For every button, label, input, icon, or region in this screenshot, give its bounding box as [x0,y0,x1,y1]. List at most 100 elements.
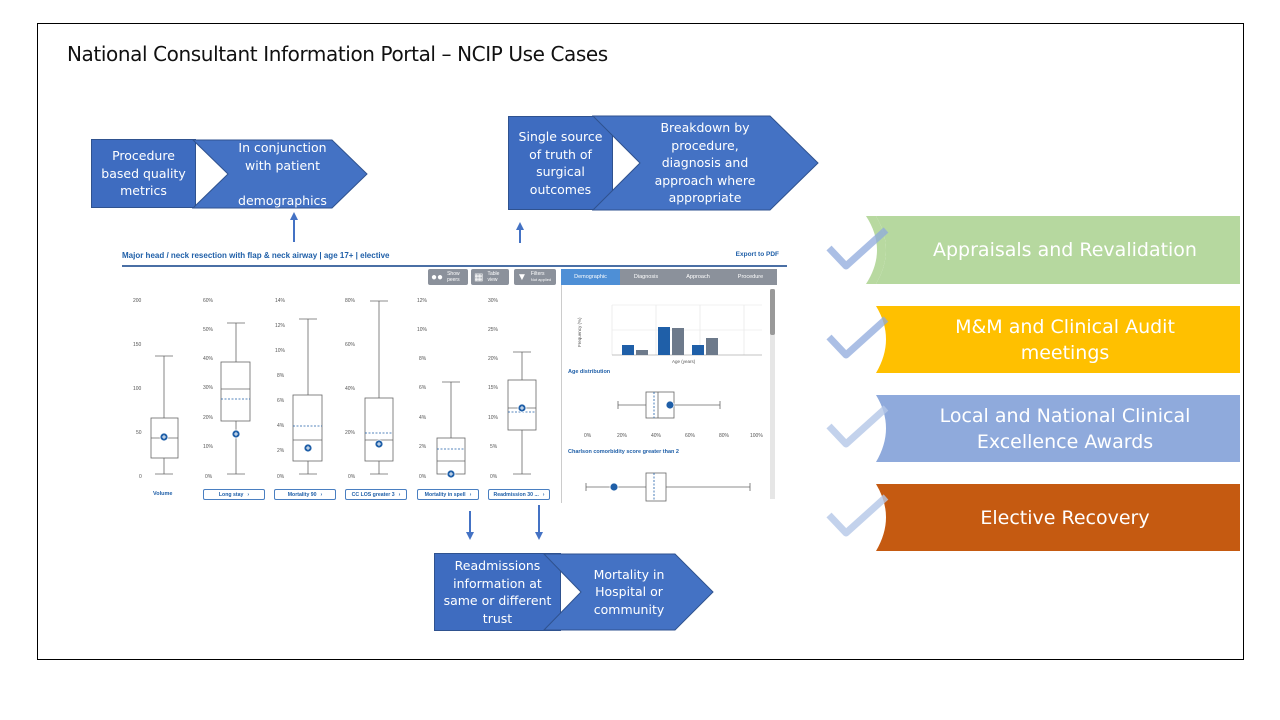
banner-excellence-awards: Local and National Clinical Excellence A… [939,404,1191,453]
age-distribution-heading: Age distribution [568,369,611,375]
tick-label: 60% [345,342,356,348]
tick-label: 12% [417,298,428,304]
age-tick: 40% [651,433,662,439]
tick-label: 10% [488,415,499,421]
chevron-right-icon: › [320,491,323,498]
frequency-axis-label: Frequency (%) [577,317,582,347]
banner-appraisals: Appraisals and Revalidation [933,239,1197,261]
banner-shape [876,306,1240,373]
tick-label: 4% [419,415,427,421]
metric-mortality-spell-button[interactable]: Mortality in spell› [417,489,479,500]
box-plots: 200 150 100 50 0 60% 50% 40% 30% 20% 10%… [133,298,537,480]
chevron-right-icon: › [398,491,401,498]
tick-label: 6% [419,385,427,391]
metric-mortality-90-button[interactable]: Mortality 90› [274,489,336,500]
chevron-breakdown [592,115,819,211]
export-pdf-link[interactable]: Export to PDF [735,251,779,258]
tick-label: 100 [133,386,142,392]
banner-mm-audit: M&M and Clinical Audit meetings [955,315,1175,364]
tick-label: 5% [490,444,498,450]
metric-readmission-button[interactable]: Readmission 30 ...› [488,489,550,500]
arrow-down-icon [466,532,474,540]
arrow-up-icon [516,222,524,230]
tab-approach[interactable]: Approach [686,274,710,280]
age-tick: 20% [617,433,628,439]
tick-label: 12% [275,323,286,329]
tick-label: 200 [133,298,142,304]
arrow-line [538,505,540,533]
check-icon [826,227,889,270]
arrow-line [519,229,521,256]
tick-label: 20% [345,430,356,436]
tick-label: 8% [419,356,427,362]
tick-label: 15% [488,385,499,391]
age-axis-label: Age (years) [672,359,696,364]
tick-label: 0% [277,474,285,480]
callout-breakdown: Breakdown by procedure, diagnosis and ap… [654,120,756,206]
dashboard-divider [122,265,787,267]
tick-label: 150 [133,342,142,348]
people-icon: ●● [431,271,444,283]
slide-title: National Consultant Information Portal –… [67,42,608,66]
tick-label: 20% [488,356,499,362]
scrollbar-thumb[interactable] [770,289,775,335]
panel-tab-bar: Demographic Diagnosis Approach Procedure [561,269,777,285]
table-view-button[interactable]: ▦ Table view [471,269,509,285]
arrow-down-icon [535,532,543,540]
tick-label: 10% [417,327,428,333]
banner-elective-recovery: Elective Recovery [980,506,1150,529]
tick-label: 40% [345,386,356,392]
arrow-line [469,511,471,533]
check-icon [826,405,889,448]
chevron-patient-demographics [192,139,368,209]
tick-label: 10% [203,444,214,450]
chevron-right-icon: › [469,491,472,498]
age-tick: 80% [719,433,730,439]
tick-label: 60% [203,298,214,304]
banner-shape [876,484,1240,551]
callout-single-source: Single source of truth of surgical outco… [508,116,613,210]
tab-diagnosis[interactable]: Diagnosis [633,274,659,280]
tick-label: 2% [419,444,427,450]
tick-label: 30% [488,298,499,304]
tick-label: 0% [419,474,427,480]
table-icon: ▦ [474,271,484,283]
tick-label: 6% [277,398,285,404]
banner-shape [876,395,1240,462]
check-icon [826,494,889,537]
tab-demographic[interactable]: Demographic [561,269,620,285]
age-tick: 60% [685,433,696,439]
tick-label: 0 [139,474,142,480]
tick-label: 40% [203,356,214,362]
filters-button[interactable]: ▼ Filters Not applied [514,269,556,285]
filter-icon: ▼ [517,271,527,283]
tick-label: 14% [275,298,286,304]
tick-label: 80% [345,298,356,304]
callout-readmissions: Readmissions information at same or diff… [434,553,561,631]
tick-label: 0% [205,474,213,480]
panel-scrollbar[interactable] [770,289,775,499]
metric-volume[interactable]: Volume [153,491,173,497]
chevron-right-icon: › [542,491,545,498]
tick-label: 20% [203,415,214,421]
tick-label: 4% [277,423,285,429]
show-peers-button[interactable]: ●● Show peers [428,269,468,285]
arrow-up-icon [290,212,298,220]
chevron-mortality [543,553,714,631]
metric-long-stay-button[interactable]: Long stay› [203,489,265,500]
tick-label: 10% [275,348,286,354]
slide-frame [37,23,1244,660]
demographic-charts: Frequency (%) Age (years) Age distributi… [568,304,763,502]
metric-cc-los-button[interactable]: CC LOS greater 3› [345,489,407,500]
tab-procedure[interactable]: Procedure [737,274,764,280]
age-tick: 0% [584,433,592,439]
dashboard-title: Major head / neck resection with flap & … [122,251,390,260]
dashboard-screenshot: Major head / neck resection with flap & … [117,243,791,509]
arrow-line [293,219,295,242]
callout-patient-demographics: In conjunction with patient demographics [238,140,327,208]
demographic-panel: Frequency (%) Age (years) Age distributi… [561,285,777,503]
tick-label: 0% [348,474,356,480]
chevron-right-icon: › [247,491,250,498]
check-icon [826,316,889,359]
tick-label: 8% [277,373,285,379]
